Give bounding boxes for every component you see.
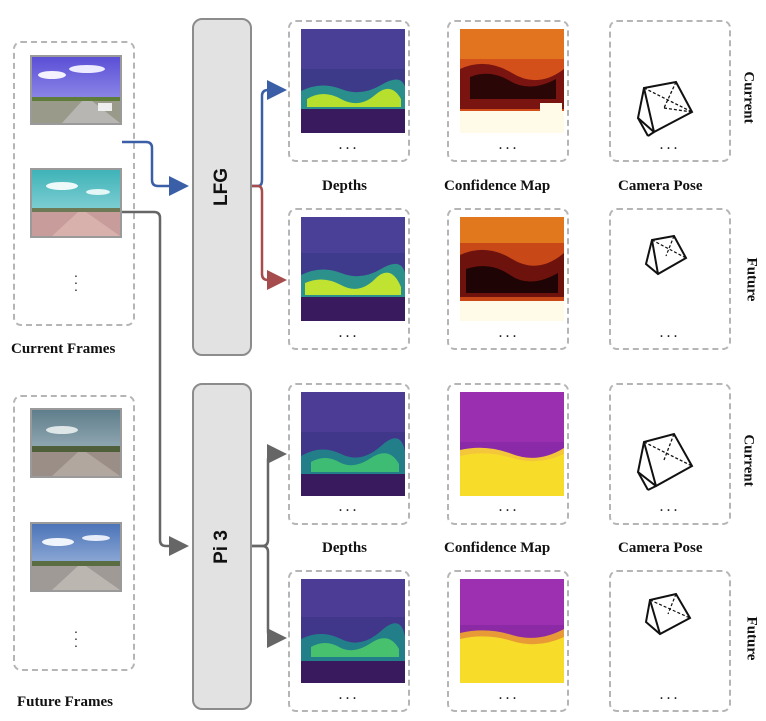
lfg-current-confidence-box <box>447 20 569 162</box>
future-frame-1 <box>30 408 122 478</box>
lfg-current-confidence-map <box>460 29 564 133</box>
pi3-current-depth-map <box>301 392 405 496</box>
row-label-current: Current <box>740 71 757 124</box>
future-frames-label: Future Frames <box>17 694 113 710</box>
ellipsis: ... <box>338 136 360 153</box>
ellipsis: ... <box>659 136 681 153</box>
pi3-future-confidence-map <box>460 579 564 683</box>
lfg-current-pose-box <box>609 20 731 162</box>
confidence-column-label: Confidence Map <box>444 178 551 194</box>
ellipsis: ... <box>338 686 360 703</box>
lfg-future-confidence-box <box>447 208 569 350</box>
lfg-future-camera-pose-icon <box>642 232 692 287</box>
lfg-current-arrow <box>252 80 287 188</box>
current-frames-box <box>13 41 135 326</box>
lfg-current-camera-pose-icon <box>634 78 700 143</box>
row-label-future: Future <box>743 616 760 661</box>
pi3-future-pose-box <box>609 570 731 712</box>
pi3-current-confidence-map <box>460 392 564 496</box>
lfg-future-confidence-map <box>460 217 564 321</box>
pi3-current-depth-box <box>288 383 410 525</box>
ellipsis: ... <box>498 498 520 515</box>
ellipsis: ... <box>498 686 520 703</box>
pi3-future-arrow <box>252 544 287 648</box>
lfg-future-depth-box <box>288 208 410 350</box>
future-frames-box <box>13 395 135 671</box>
lfg-future-arrow <box>252 184 287 290</box>
future-frames-more: ··· <box>73 623 79 653</box>
future-frame-2 <box>30 522 122 592</box>
lfg-current-depth-box <box>288 20 410 162</box>
ellipsis: ... <box>659 686 681 703</box>
current-to-lfg-arrow <box>122 140 189 196</box>
pi3-current-camera-pose-icon <box>634 430 700 497</box>
pi3-current-arrow <box>252 444 287 548</box>
pi3-current-confidence-box <box>447 383 569 525</box>
pi3-current-pose-box <box>609 383 731 525</box>
pose-column-label: Camera Pose <box>618 178 703 194</box>
confidence-column-label: Confidence Map <box>444 540 551 556</box>
ellipsis: ... <box>338 324 360 341</box>
pi3-future-depth-map <box>301 579 405 683</box>
pose-column-label: Camera Pose <box>618 540 703 556</box>
current-frames-label: Current Frames <box>11 341 116 357</box>
ellipsis: ... <box>498 324 520 341</box>
row-label-current: Current <box>740 434 757 487</box>
ellipsis: ... <box>338 498 360 515</box>
lfg-current-depth-map <box>301 29 405 133</box>
current-frames-more: ··· <box>73 267 79 297</box>
pi3-future-depth-box <box>288 570 410 712</box>
depths-column-label: Depths <box>322 540 368 556</box>
ellipsis: ... <box>498 136 520 153</box>
ellipsis: ... <box>659 498 681 515</box>
lfg-model-block: LFG <box>192 18 252 356</box>
pi3-model-block: Pi 3 <box>192 383 252 710</box>
current-frame-2 <box>30 168 122 238</box>
lfg-future-pose-box <box>609 208 731 350</box>
frames-to-pi3-arrow <box>122 210 189 556</box>
pi3-future-camera-pose-icon <box>642 590 696 645</box>
current-frame-1 <box>30 55 122 125</box>
pi3-future-confidence-box <box>447 570 569 712</box>
lfg-future-depth-map <box>301 217 405 321</box>
ellipsis: ... <box>659 324 681 341</box>
depths-column-label: Depths <box>322 178 368 194</box>
row-label-future: Future <box>743 257 760 302</box>
